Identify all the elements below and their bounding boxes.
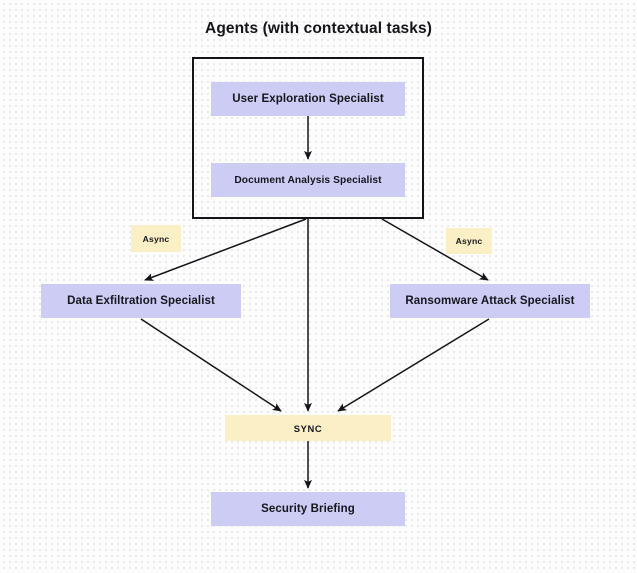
node-ransomware-attack-specialist[interactable]: Ransomware Attack Specialist <box>390 284 590 318</box>
node-data-exfiltration-specialist[interactable]: Data Exfiltration Specialist <box>41 284 241 318</box>
node-user-exploration-specialist[interactable]: User Exploration Specialist <box>211 82 405 116</box>
agents-group-container <box>192 57 424 219</box>
node-security-briefing[interactable]: Security Briefing <box>211 492 405 526</box>
node-document-analysis-specialist[interactable]: Document Analysis Specialist <box>211 163 405 197</box>
edge-data-exfiltration-to-sync <box>140 318 282 412</box>
edge-ransomware-attack-to-sync <box>337 318 490 412</box>
page-title: Agents (with contextual tasks) <box>205 20 432 37</box>
edge-label-async-right: Async <box>446 228 492 254</box>
edge-label-async-left: Async <box>131 225 181 252</box>
node-sync[interactable]: SYNC <box>225 415 391 441</box>
